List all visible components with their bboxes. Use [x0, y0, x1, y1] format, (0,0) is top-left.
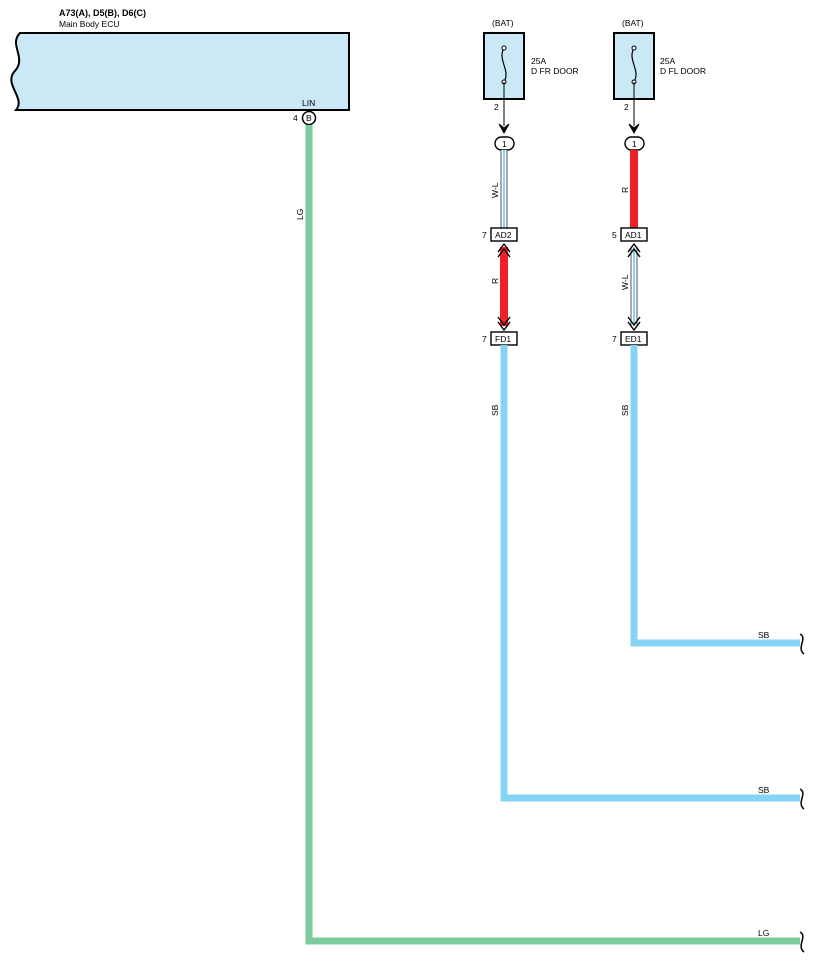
ad1-connector	[620, 227, 648, 242]
left-upper-wire-label: W-L	[490, 182, 500, 198]
main-body-ecu: A73(A), D5(B), D6(C) Main Body ECU LIN 4…	[10, 8, 350, 126]
fd1-pin: 7	[482, 334, 487, 344]
fuse-right-name: D FL DOOR	[660, 66, 706, 76]
ad2-pin: 7	[482, 230, 487, 240]
right-top-connector-pin: 1	[632, 139, 637, 149]
right-middle-wire-label: W-L	[620, 274, 630, 290]
fuse-left-terminal-top	[501, 45, 507, 51]
right-sb-break-icon	[799, 633, 805, 655]
left-middle-wire-label: R	[490, 278, 500, 284]
lg-wire: LG LG	[295, 125, 805, 953]
left-r-chevron-top-icon	[497, 242, 511, 258]
fuse-left-icon	[501, 47, 507, 83]
left-top-connector-pin: 1	[502, 139, 507, 149]
right-lower-wire-label: SB	[620, 404, 630, 416]
fuse-right-icon	[631, 47, 637, 83]
right-wl-chevron-top-icon	[627, 242, 641, 258]
fd1-name: FD1	[495, 334, 511, 344]
lg-wire-label-vertical: LG	[295, 209, 305, 220]
fuse-d-fr-door: (BAT) 25A D FR DOOR 2	[483, 18, 579, 112]
fuse-right-terminal-top	[631, 45, 637, 51]
left-arrow-icon	[498, 123, 510, 135]
fuse-right-source: (BAT)	[622, 18, 644, 28]
right-upper-wire-label: R	[620, 187, 630, 193]
ecu-name: Main Body ECU	[59, 19, 119, 29]
ad1-name: AD1	[625, 230, 642, 240]
ecu-title: A73(A), D5(B), D6(C)	[59, 8, 146, 18]
right-sb-wire	[630, 345, 800, 647]
fuse-left-rating: 25A	[531, 56, 546, 66]
fuse-left-pin: 2	[494, 102, 499, 112]
fuse-d-fl-door: (BAT) 25A D FL DOOR 2	[613, 18, 706, 112]
lg-wire-path	[305, 125, 800, 945]
left-lower-wire-label: SB	[490, 404, 500, 416]
ecu-box	[10, 32, 350, 111]
right-branch-wiring: 1 R 5 AD1 W-L 7 ED1 SB SB	[612, 82, 805, 655]
lg-wire-label-bottom: LG	[758, 928, 769, 938]
right-bottom-wire-label: SB	[758, 630, 770, 640]
left-bottom-wire-label: SB	[758, 785, 770, 795]
ecu-terminal-label: LIN	[302, 98, 315, 108]
ed1-pin: 7	[612, 334, 617, 344]
ed1-name: ED1	[625, 334, 642, 344]
fuse-right-pin: 2	[624, 102, 629, 112]
fuse-left-name: D FR DOOR	[531, 66, 579, 76]
ad2-name: AD2	[495, 230, 512, 240]
ecu-pin-number: 4	[293, 113, 298, 123]
lg-wire-break-icon	[799, 931, 805, 953]
right-arrow-icon	[628, 123, 640, 135]
ecu-connector-letter: B	[306, 113, 312, 123]
left-sb-wire	[500, 345, 800, 802]
left-sb-break-icon	[799, 788, 805, 810]
ad2-connector	[490, 227, 518, 242]
fuse-right-rating: 25A	[660, 56, 675, 66]
fuse-left-source: (BAT)	[492, 18, 514, 28]
ecu-connector-circle	[301, 110, 317, 126]
ad1-pin: 5	[612, 230, 617, 240]
left-branch-wiring: 1 W-L 7 AD2 R 7 FD1 SB SB	[482, 82, 805, 810]
left-r-chevron-bottom-icon	[497, 316, 511, 332]
right-wl-chevron-bottom-icon	[627, 316, 641, 332]
